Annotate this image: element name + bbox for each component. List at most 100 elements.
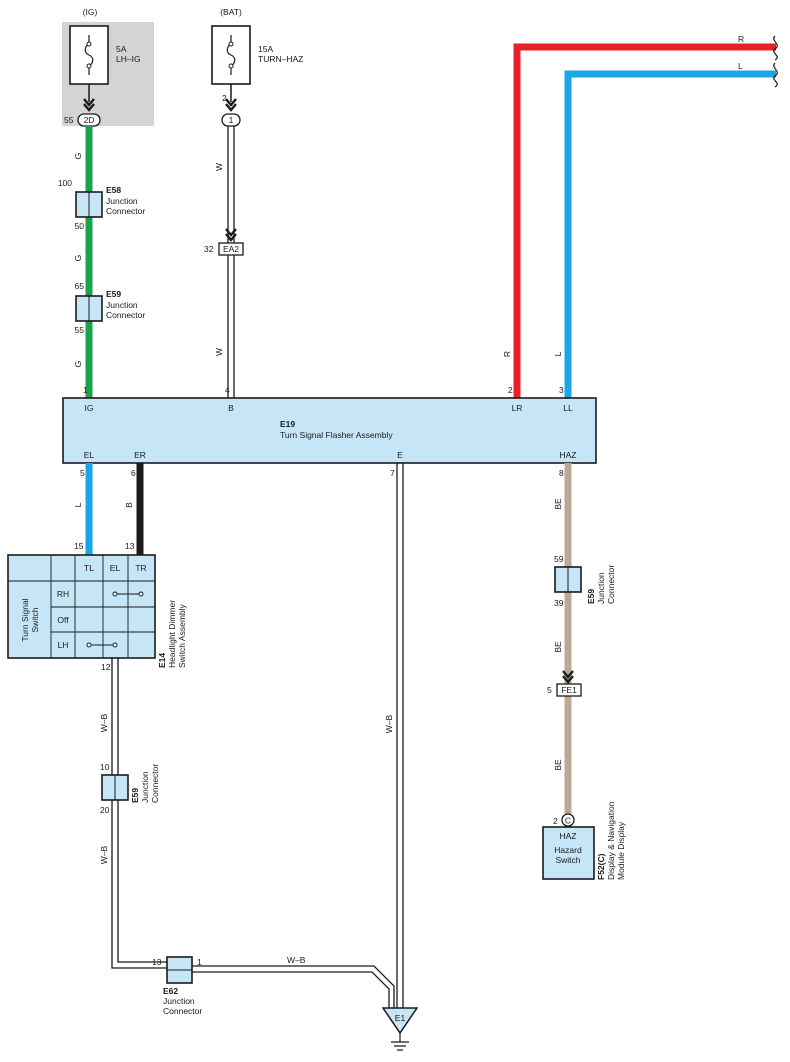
ground-id: E1 [395,1013,406,1023]
svg-text:13: 13 [152,957,162,967]
red-wire [513,43,776,398]
svg-text:5: 5 [547,685,552,695]
svg-text:BE: BE [553,759,563,771]
svg-text:Junction: Junction [106,196,138,206]
ig-fuse-rating: 5A [116,44,127,54]
svg-text:E59: E59 [106,289,121,299]
ig-fuse-name: LH–IG [116,54,141,64]
svg-text:Hazard: Hazard [554,845,582,855]
svg-text:1: 1 [229,115,234,125]
svg-text:2: 2 [508,385,513,395]
red-wire-break-icon [773,35,778,61]
bat-fuse-name: TURN–HAZ [258,54,303,64]
svg-text:Module Display: Module Display [616,821,626,880]
switch-col-tr: TR [135,563,146,573]
svg-text:Switch: Switch [30,607,40,632]
svg-text:100: 100 [58,178,72,188]
fe1-arrow-icon [562,670,574,684]
ig-fuse-pin: 55 [64,115,74,125]
svg-text:IG: IG [85,403,94,413]
bat-fuse-icon [226,35,236,75]
blue-wire [564,70,776,398]
switch-row-off: Off [57,615,69,625]
svg-text:Junction: Junction [140,771,150,803]
svg-text:L: L [553,351,563,356]
ea2-arrow-icon [225,228,237,242]
svg-text:FE1: FE1 [561,685,577,695]
blue-wire-break-icon [773,62,778,88]
svg-text:55: 55 [75,325,85,335]
svg-text:G: G [73,255,83,262]
svg-text:W–B: W–B [384,714,394,733]
svg-text:Headlight Dimmer: Headlight Dimmer [167,600,177,668]
svg-text:Connector: Connector [150,764,160,803]
svg-text:HAZ: HAZ [560,450,577,460]
svg-text:E59: E59 [130,788,140,803]
flasher-id: E19 [280,419,295,429]
svg-text:BE: BE [553,641,563,653]
svg-text:EL: EL [84,450,95,460]
svg-text:Junction: Junction [596,572,606,604]
svg-text:G: G [73,153,83,160]
svg-text:W–B: W–B [99,713,109,732]
svg-text:LL: LL [563,403,573,413]
svg-text:6: 6 [131,468,136,478]
svg-text:15: 15 [74,541,84,551]
bat-fuse-rating: 15A [258,44,273,54]
svg-text:Connector: Connector [606,565,616,604]
svg-text:E62: E62 [163,986,178,996]
switch-row-rh: RH [57,589,69,599]
hazard-switch [542,826,595,880]
ground-icon [391,1041,409,1051]
switch-col-tl: TL [84,563,94,573]
turn-signal-switch [7,554,156,659]
svg-text:1: 1 [83,385,88,395]
ig-fuse-icon [84,35,94,75]
svg-text:G: G [73,361,83,368]
svg-text:2: 2 [553,816,558,826]
svg-text:L: L [738,61,743,71]
svg-text:E58: E58 [106,185,121,195]
ea2-connector [218,242,244,256]
svg-text:W: W [214,163,224,171]
svg-text:Turn Signal: Turn Signal [20,598,30,641]
svg-text:3: 3 [559,385,564,395]
svg-text:65: 65 [75,281,85,291]
svg-text:Switch Assembly: Switch Assembly [177,603,187,668]
svg-text:2D: 2D [84,115,95,125]
svg-text:W: W [214,348,224,356]
ig-fuse-source: (IG) [83,7,98,17]
svg-text:13: 13 [125,541,135,551]
wb-wire-switch [111,658,180,969]
svg-text:50: 50 [75,221,85,231]
switch-col-el: EL [110,563,121,573]
svg-text:Display & Navigation: Display & Navigation [606,801,616,880]
hazard-connector [561,813,575,827]
svg-text:ER: ER [134,450,146,460]
switch-row-lh: LH [58,640,69,650]
bat-fuse-arrow-icon [225,98,237,112]
flasher-name: Turn Signal Flasher Assembly [280,430,393,440]
svg-text:Junction: Junction [106,300,138,310]
svg-text:E14: E14 [157,653,167,668]
svg-text:W–B: W–B [99,845,109,864]
svg-text:8: 8 [559,468,564,478]
svg-text:1: 1 [197,957,202,967]
ground-triangle [381,1007,419,1035]
svg-text:F52(C): F52(C) [596,853,606,880]
svg-text:20: 20 [100,805,110,815]
svg-text:39: 39 [554,598,564,608]
svg-text:HAZ: HAZ [560,831,577,841]
svg-text:E: E [397,450,403,460]
svg-text:BE: BE [553,498,563,510]
bat-fuse-pin: 2 [222,93,227,103]
svg-text:10: 10 [100,762,110,772]
ig-fuse-arrow-icon [83,98,95,112]
bat-fuse-connector [221,113,241,127]
svg-text:Connector: Connector [163,1006,202,1016]
svg-text:B: B [228,403,234,413]
svg-text:59: 59 [554,554,564,564]
svg-text:W–B: W–B [287,955,306,965]
svg-text:L: L [73,502,83,507]
